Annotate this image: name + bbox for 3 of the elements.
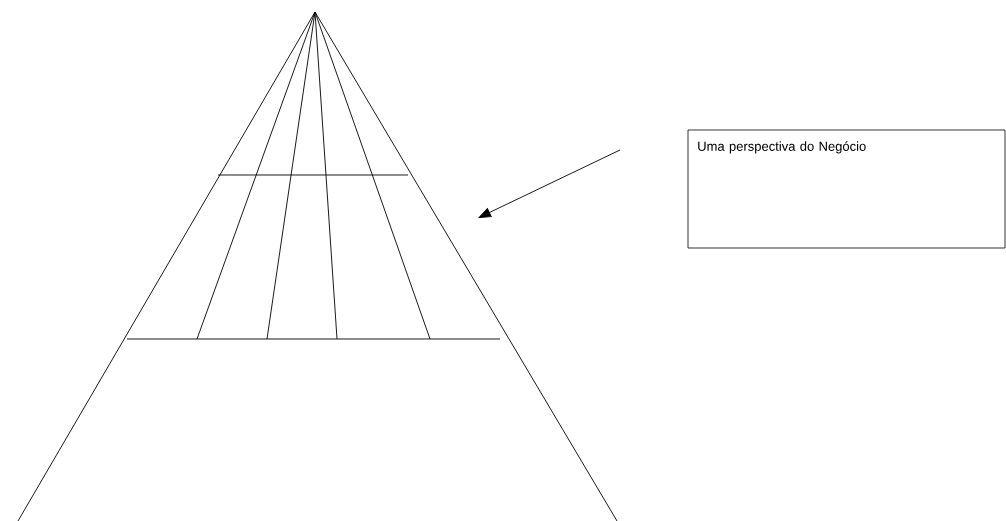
pyramid-drawing: [17, 11, 618, 521]
text-box: Uma perspectiva do Negócio: [687, 129, 1006, 249]
arrow: [478, 149, 621, 218]
